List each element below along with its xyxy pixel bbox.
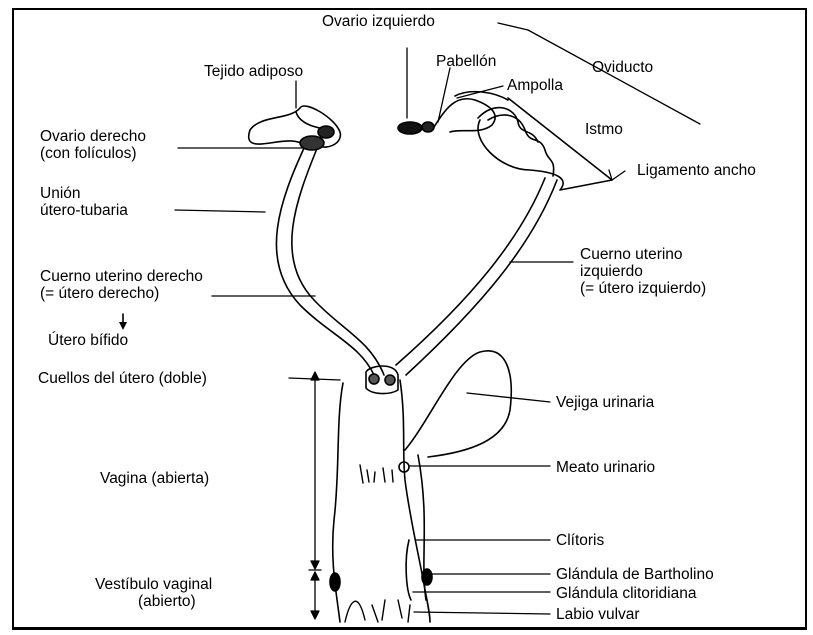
label-pabellon: Pabellón (436, 53, 496, 70)
label-cuerno-izquierdo-3: (= útero izquierdo) (580, 280, 706, 297)
bartholin-left (330, 573, 340, 591)
label-cuerno-derecho: Cuerno uterino derecho (40, 268, 203, 285)
label-ovario-derecho: Ovario derecho (40, 128, 146, 145)
label-utero-bifido: Útero bífido (48, 332, 128, 349)
right-ovary-upper (318, 126, 334, 138)
label-glandula-bartholino: Glándula de Bartholino (556, 566, 714, 583)
label-cuerno-derecho-2: (= útero derecho) (40, 285, 159, 302)
label-cuellos-utero: Cuellos del útero (doble) (38, 370, 207, 387)
label-vejiga-urinaria: Vejiga urinaria (556, 394, 654, 411)
left-uterine-horn (396, 178, 545, 365)
bartholin-right (422, 569, 432, 585)
label-tejido-adiposo: Tejido adiposo (204, 63, 303, 80)
label-ovario-izquierdo: Ovario izquierdo (322, 13, 435, 30)
label-meato-urinario: Meato urinario (556, 459, 655, 476)
label-ligamento-ancho: Ligamento ancho (637, 162, 756, 179)
pavilion (434, 99, 495, 132)
label-clitoris: Clítoris (556, 532, 604, 549)
label-vestibulo-vaginal-2: (abierto) (138, 593, 196, 610)
left-ovary (398, 122, 422, 134)
label-vagina: Vagina (abierta) (100, 470, 209, 487)
label-ovario-derecho-2: (con folículos) (40, 145, 136, 162)
label-labio-vulvar: Labio vulvar (556, 606, 640, 623)
label-ampolla: Ampolla (507, 77, 563, 94)
vagina-wall-right (400, 380, 430, 622)
label-union-2: útero-tubaria (40, 202, 128, 219)
label-vestibulo-vaginal: Vestíbulo vaginal (95, 576, 212, 593)
label-glandula-clitoridiana: Glándula clitoridiana (556, 585, 696, 602)
label-cuerno-izquierdo: Cuerno uterino (580, 246, 683, 263)
bladder (405, 351, 511, 457)
label-oviducto: Oviducto (592, 59, 653, 76)
label-cuerno-izquierdo-2: izquierdo (580, 263, 643, 280)
label-istmo: Istmo (585, 121, 623, 138)
label-union: Unión (40, 185, 81, 202)
